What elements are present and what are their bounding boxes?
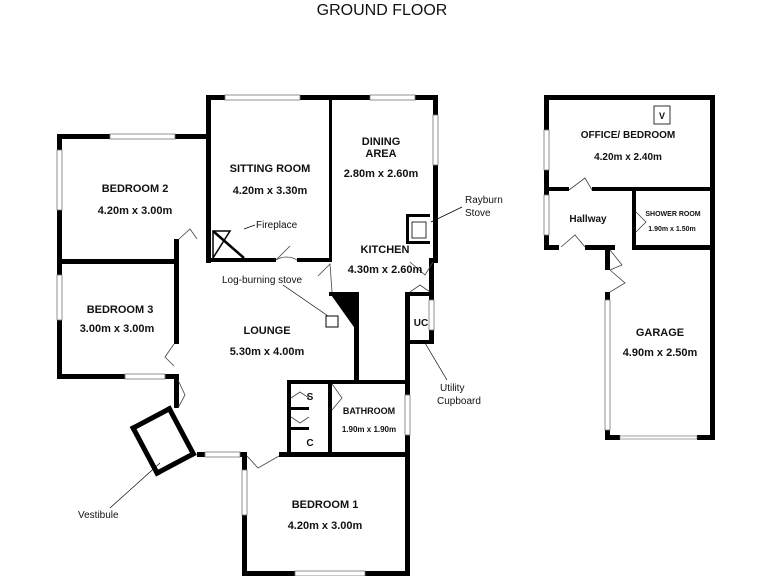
dining-name-1: DINING <box>362 136 401 148</box>
annex-walls <box>543 95 715 440</box>
sitting-room-name: SITTING ROOM <box>230 163 311 175</box>
uc-label: UC <box>414 318 428 329</box>
bathroom-name: BATHROOM <box>343 406 395 416</box>
fireplace-label: Fireplace <box>256 220 298 231</box>
shower-room-dim: 1.90m x 1.50m <box>648 226 695 233</box>
chimney-breast <box>329 292 356 330</box>
rayburn-stove-icon <box>411 221 427 239</box>
kitchen-name: KITCHEN <box>361 244 410 256</box>
vent-v-label: V <box>659 111 665 121</box>
doors <box>164 228 434 469</box>
vestibule-walls <box>129 405 197 477</box>
bedroom1-dim: 4.20m x 3.00m <box>288 520 363 532</box>
bedroom2-dim: 4.20m x 3.00m <box>98 205 173 217</box>
garage-dim: 4.90m x 2.50m <box>623 347 698 359</box>
hallway-name: Hallway <box>569 214 607 225</box>
vent-box <box>653 105 671 125</box>
lounge-name: LOUNGE <box>243 325 290 337</box>
shower-room-name: SHOWER ROOM <box>645 211 700 218</box>
kitchen-dim: 4.30m x 2.60m <box>348 264 423 276</box>
bathroom-dim: 1.90m x 1.90m <box>342 425 396 434</box>
rayburn-label-2: Stove <box>465 208 491 219</box>
fireplace-hearth <box>212 230 245 259</box>
vestibule-label: Vestibule <box>78 510 119 521</box>
dining-dim: 2.80m x 2.60m <box>344 168 419 180</box>
bedroom3-name: BEDROOM 3 <box>87 304 154 316</box>
bedroom1-name: BEDROOM 1 <box>292 499 359 511</box>
store-s-label: S <box>307 392 314 403</box>
dining-name-2: AREA <box>365 148 396 160</box>
floor-title: GROUND FLOOR <box>317 2 448 19</box>
office-name: OFFICE/ BEDROOM <box>581 130 675 141</box>
bedroom3-dim: 3.00m x 3.00m <box>80 323 155 335</box>
utility-label-1: Utility <box>440 383 464 394</box>
lounge-dim: 5.30m x 4.00m <box>230 346 305 358</box>
office-dim: 4.20m x 2.40m <box>594 152 662 163</box>
utility-label-2: Cupboard <box>437 396 481 407</box>
fireplace-shape <box>212 230 232 261</box>
cupboard-c-label: C <box>306 438 313 449</box>
garage-name: GARAGE <box>636 327 684 339</box>
rayburn-label-1: Rayburn <box>465 195 503 206</box>
sitting-room-dim: 4.20m x 3.30m <box>233 185 308 197</box>
log-stove-label: Log-burning stove <box>222 275 302 286</box>
bedroom2-name: BEDROOM 2 <box>102 183 169 195</box>
log-stove-icon <box>325 315 339 328</box>
windows <box>56 94 439 576</box>
